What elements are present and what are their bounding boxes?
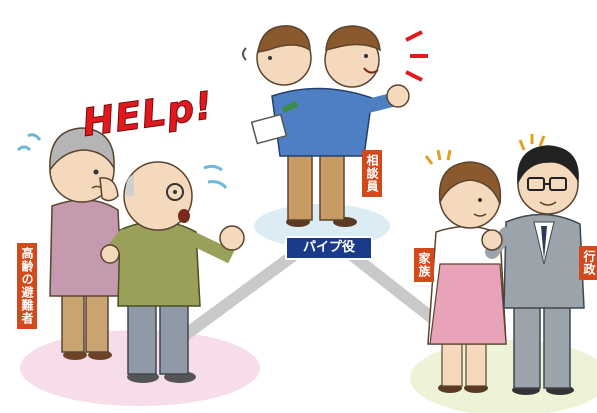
pipe-role-label: パイプ役 (285, 236, 373, 260)
consultant-label: 相談員 (362, 150, 382, 197)
government-official-figure (481, 134, 585, 395)
government-label: 行政 (579, 246, 597, 280)
family-label: 家族 (414, 248, 434, 282)
elderly-woman-figure (16, 127, 123, 360)
consultant-figure (242, 25, 428, 227)
link-evacuee-consultant (179, 246, 304, 341)
elderly-man-figure (100, 161, 245, 383)
evacuee-label: 高齢の避難者 (17, 243, 37, 329)
